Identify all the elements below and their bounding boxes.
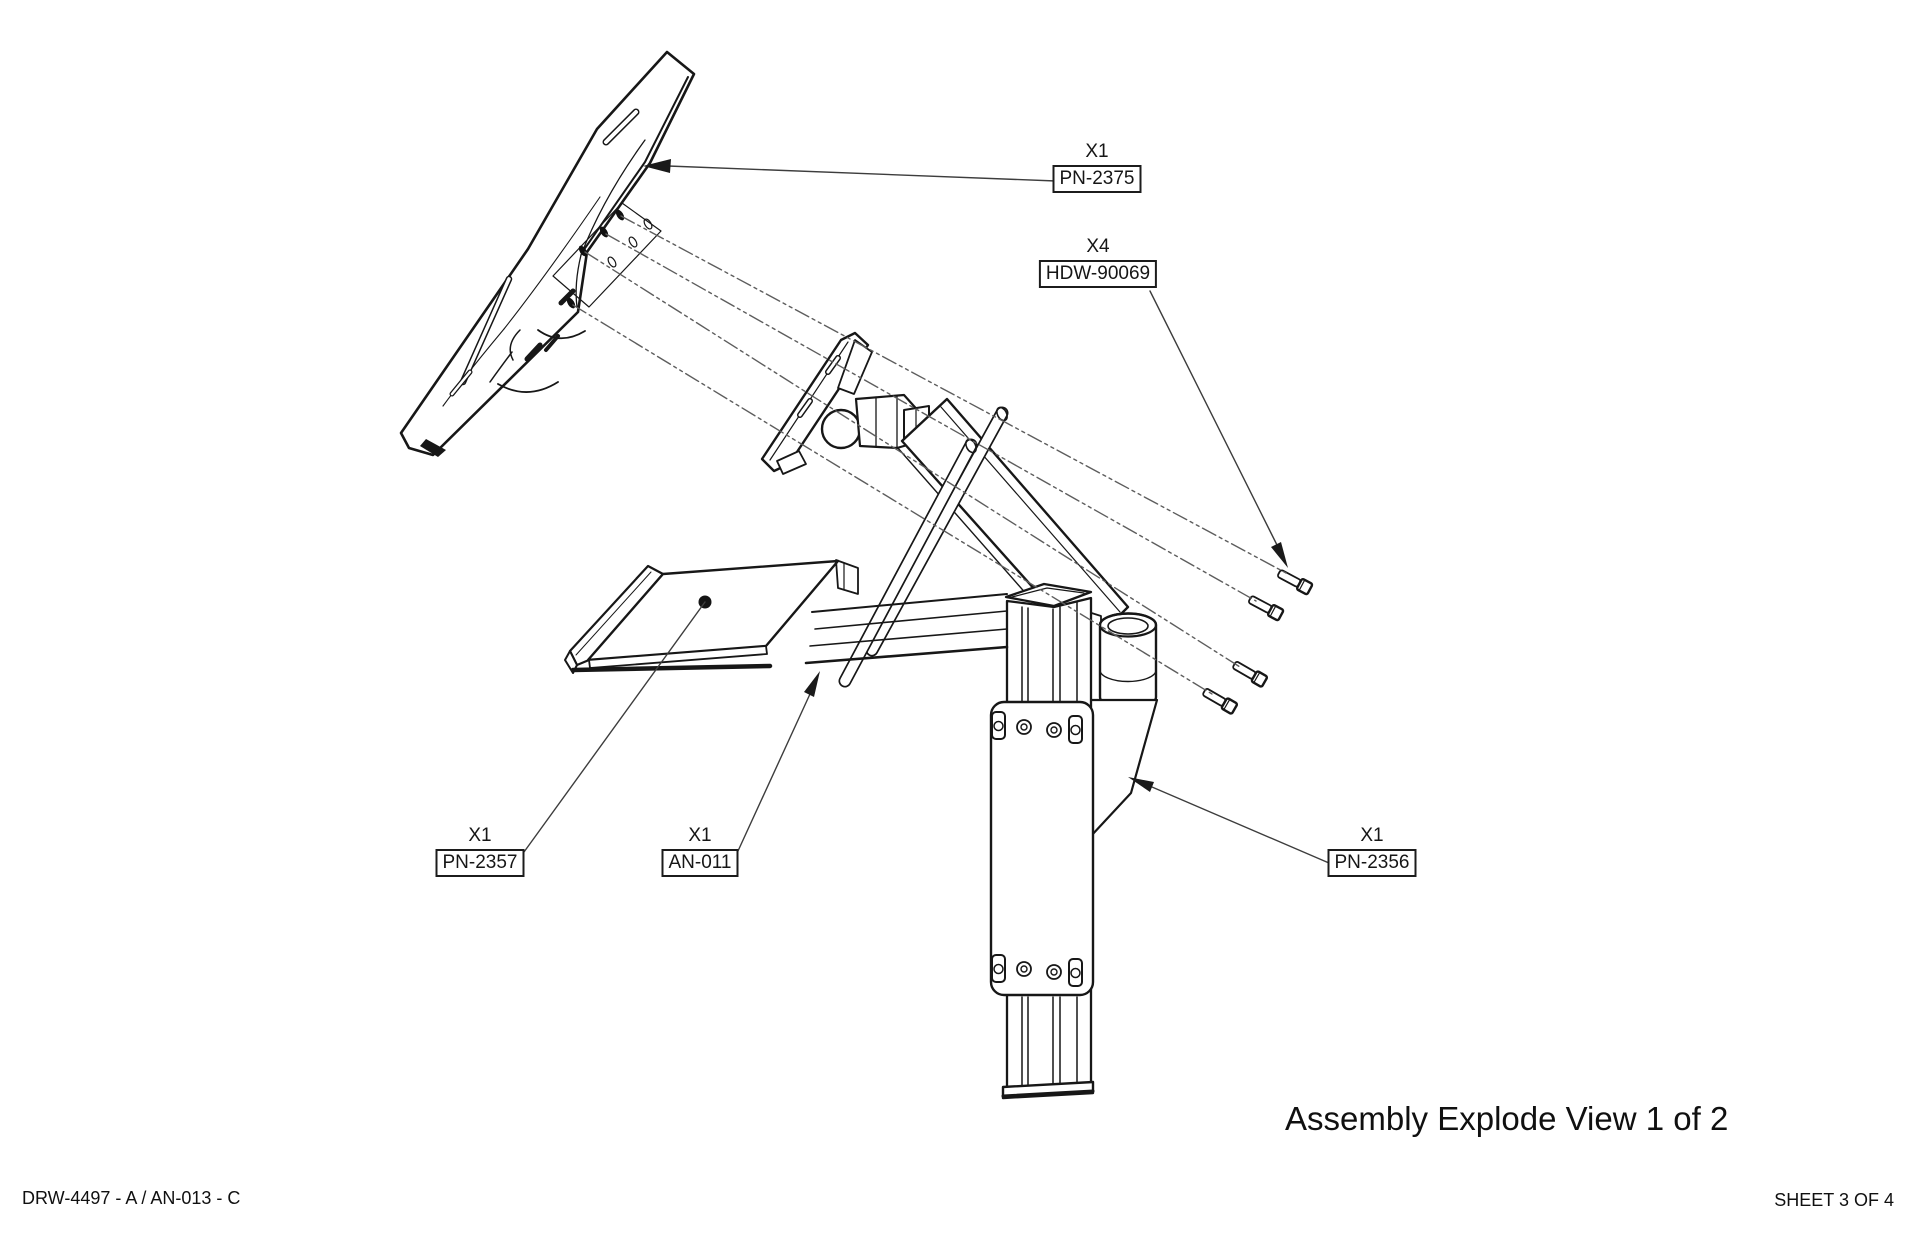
leader-pn2356 <box>1128 777 1330 864</box>
screws-hdw90069 <box>1202 569 1314 715</box>
callout-qty: X1 <box>1360 825 1384 846</box>
callout-part-number: AN-011 <box>661 849 739 877</box>
rail-track-mount <box>989 582 1095 1100</box>
arrowhead-icon <box>1271 542 1288 568</box>
arrowhead-icon <box>643 159 671 173</box>
callout-leaders <box>523 159 1330 864</box>
drawing-number: DRW-4497 - A / AN-013 - C <box>22 1188 241 1208</box>
keyboard-tray-assembly <box>564 559 1009 674</box>
callout-qty: X1 <box>688 825 712 846</box>
arrowhead-icon <box>804 671 820 697</box>
assembly-centerlines <box>572 215 1287 695</box>
leader-an011 <box>737 671 820 852</box>
callout-pn2356: X1 PN-2356 <box>1327 824 1417 877</box>
leader-hdw90069 <box>1149 290 1288 568</box>
leader-pn2357 <box>523 601 706 853</box>
callout-qty: X1 <box>1085 141 1109 162</box>
callout-part-number: PN-2375 <box>1052 165 1142 193</box>
leader-pn2375 <box>643 159 1057 182</box>
tray-pn2357 <box>564 559 840 674</box>
callout-pn2375: X1 PN-2375 <box>1052 140 1142 193</box>
callout-part-number: PN-2356 <box>1327 849 1417 877</box>
arrowhead-icon <box>1128 777 1154 792</box>
tray-slide-rails-an011 <box>804 559 1009 665</box>
monitor-panel-pn2375 <box>399 50 696 457</box>
callout-qty: X1 <box>468 825 492 846</box>
callout-part-number: HDW-90069 <box>1038 260 1158 288</box>
callout-an011: X1 AN-011 <box>661 824 739 877</box>
callout-qty: X4 <box>1086 236 1110 257</box>
callout-part-number: PN-2357 <box>435 849 525 877</box>
view-title: Assembly Explode View 1 of 2 <box>1285 1100 1729 1137</box>
mounting-plate <box>989 700 1095 997</box>
sheet-number: SHEET 3 OF 4 <box>1774 1190 1894 1210</box>
callout-hdw90069: X4 HDW-90069 <box>1038 235 1158 288</box>
callout-pn2357: X1 PN-2357 <box>435 824 525 877</box>
